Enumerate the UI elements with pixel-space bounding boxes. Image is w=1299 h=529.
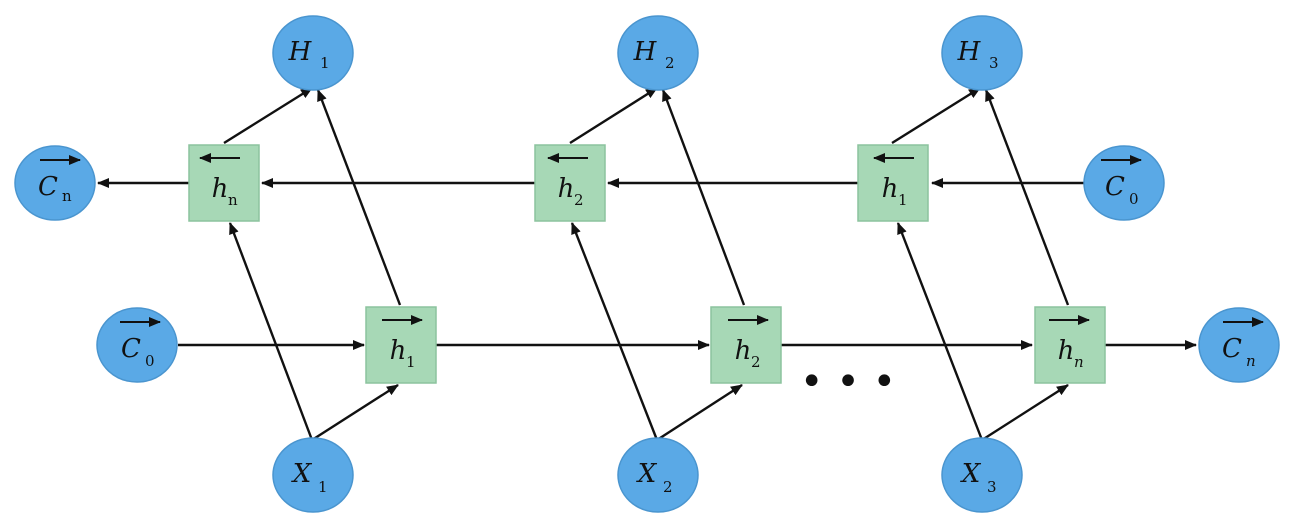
node-main-label: h bbox=[1058, 336, 1075, 366]
node-main-label: X bbox=[960, 459, 982, 489]
node-sub-label: 2 bbox=[751, 353, 761, 371]
node-sub-label: 0 bbox=[1129, 190, 1139, 208]
node-main-label: h bbox=[882, 174, 899, 204]
input-node-X3: X 3 bbox=[941, 437, 1023, 513]
node-main-label: C bbox=[1105, 172, 1125, 202]
node-sub-label: n bbox=[62, 187, 72, 205]
edge-fhn-to-H3 bbox=[984, 89, 1070, 306]
node-main-label: X bbox=[636, 459, 658, 489]
node-main-label: h bbox=[735, 336, 752, 366]
input-node-X2: X 2 bbox=[617, 437, 699, 513]
forward-state-h1: h 1 bbox=[365, 306, 437, 384]
node-sub-label: 1 bbox=[318, 478, 328, 496]
node-sub-label: n bbox=[228, 191, 238, 209]
edge-X2-to-bh2 bbox=[570, 222, 659, 441]
edge-X3-to-fhn bbox=[981, 383, 1069, 442]
node-sub-label: 0 bbox=[145, 352, 155, 370]
node-sub-label: 3 bbox=[987, 478, 997, 496]
node-main-label: h bbox=[212, 174, 229, 204]
node-main-label: H bbox=[957, 37, 982, 67]
edge-X1-to-bhn bbox=[228, 222, 314, 441]
node-main-label: C bbox=[1222, 334, 1242, 364]
node-sub-label: 3 bbox=[989, 54, 999, 72]
edge-bhn-to-H1 bbox=[223, 86, 313, 145]
output-node-H3: H 3 bbox=[941, 15, 1023, 91]
node-main-label: C bbox=[121, 334, 141, 364]
edge-X2-to-fh2 bbox=[656, 383, 743, 442]
input-node-X1: X 1 bbox=[272, 437, 354, 513]
cell-node-forward-C0: C 0 bbox=[96, 307, 178, 383]
cell-node-backward-C0: C 0 bbox=[1083, 145, 1165, 221]
edges bbox=[97, 86, 1197, 442]
forward-state-h2: h 2 bbox=[710, 306, 782, 384]
edge-fh2-to-H2 bbox=[661, 89, 746, 306]
node-sub-label: n bbox=[1246, 352, 1256, 370]
cell-node-backward-Cn: C n bbox=[14, 145, 96, 221]
output-node-H1: H 1 bbox=[272, 15, 354, 91]
output-node-H2: H 2 bbox=[617, 15, 699, 91]
edge-X3-to-bh1 bbox=[896, 222, 984, 441]
backward-state-h1: h 1 bbox=[857, 144, 929, 222]
node-sub-label: 1 bbox=[320, 54, 330, 72]
node-main-label: h bbox=[558, 174, 575, 204]
edge-fh1-to-H1 bbox=[316, 89, 402, 306]
cell-node-forward-Cn: C n bbox=[1198, 307, 1280, 383]
node-sub-label: n bbox=[1074, 353, 1084, 371]
edge-bh2-to-H2 bbox=[569, 86, 658, 145]
node-sub-label: 1 bbox=[898, 191, 908, 209]
edge-bh1-to-H3 bbox=[891, 86, 981, 145]
edge-X1-to-fh1 bbox=[311, 383, 399, 442]
node-sub-label: 1 bbox=[406, 353, 416, 371]
node-sub-label: 2 bbox=[574, 191, 584, 209]
node-main-label: h bbox=[390, 336, 407, 366]
ellipsis-indicator: • • • bbox=[800, 359, 896, 405]
node-sub-label: 2 bbox=[663, 478, 673, 496]
forward-state-hn: h n bbox=[1034, 306, 1106, 384]
backward-state-hn: h n bbox=[188, 144, 260, 222]
node-main-label: H bbox=[633, 37, 658, 67]
node-main-label: C bbox=[38, 172, 58, 202]
node-main-label: X bbox=[291, 459, 313, 489]
node-main-label: H bbox=[288, 37, 313, 67]
node-sub-label: 2 bbox=[665, 54, 675, 72]
backward-state-h2: h 2 bbox=[534, 144, 606, 222]
